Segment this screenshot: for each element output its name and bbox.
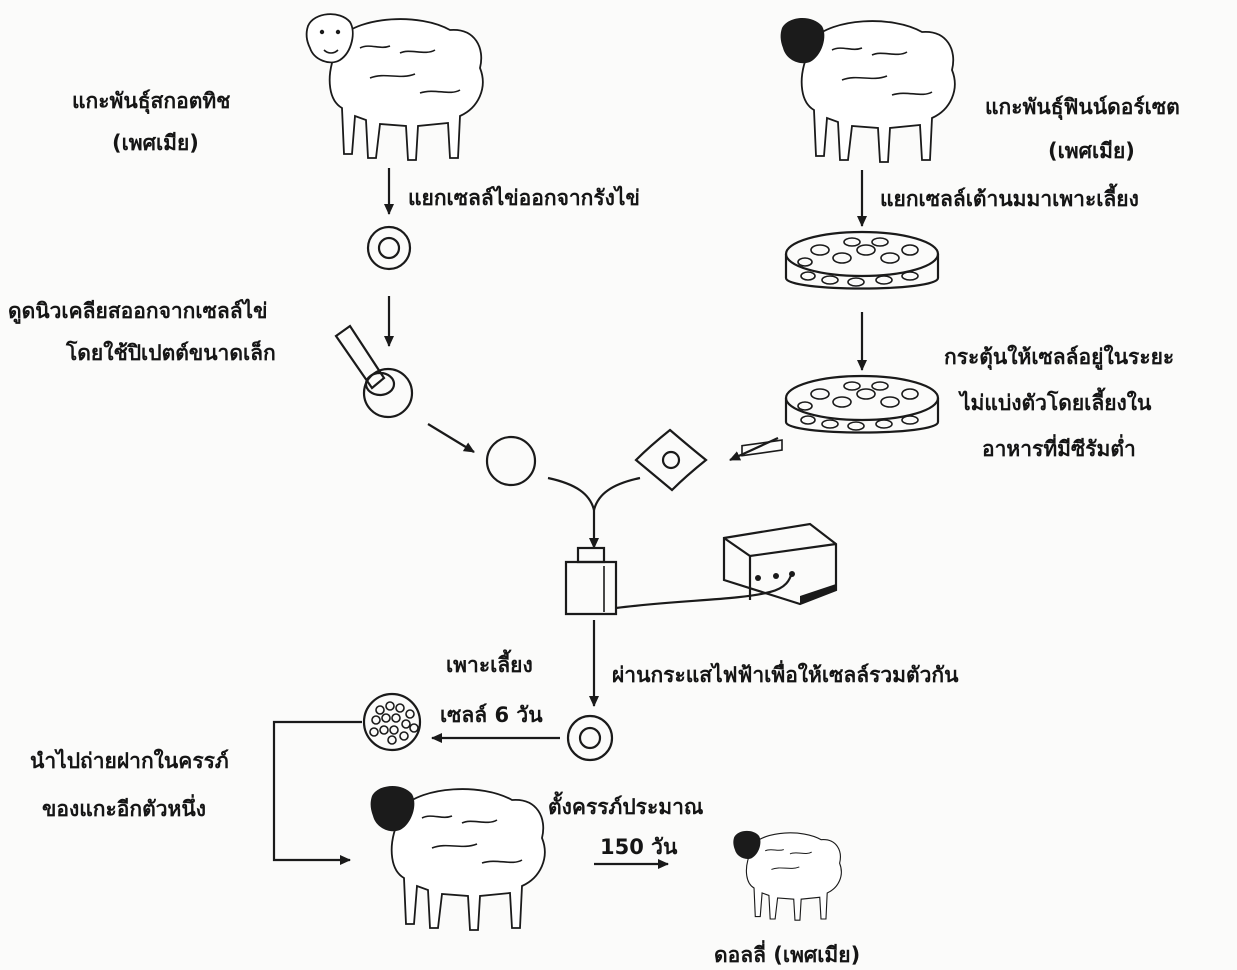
udder-cell-icon	[634, 428, 708, 492]
culture-label-2: เซลล์ 6 วัน	[440, 703, 543, 727]
culture-label-1: เพาะเลี้ยง	[446, 649, 533, 677]
scottish-sheep-label: แกะพันธุ์สกอตทิช	[72, 89, 230, 115]
arrow-to-enucleated-egg	[427, 423, 475, 453]
dolly-sheep-icon	[733, 830, 842, 921]
finn-dorset-sheep-icon	[780, 17, 956, 163]
pipette-icon	[334, 324, 414, 419]
transfer-label-1: นำไปถ่ายฝากในครรภ์	[30, 748, 229, 773]
egg-extract-label: แยกเซลล์ไข่ออกจากรังไข่	[408, 185, 640, 210]
merge-junction	[547, 476, 641, 511]
nucleus-remove-label-2: โดยใช้ปิเปตต์ขนาดเล็ก	[65, 339, 276, 365]
egg-cell-icon	[366, 225, 412, 271]
stimulate-label-3: อาหารที่มีซีรัมต่ำ	[982, 433, 1136, 461]
scottish-sheep-icon	[305, 13, 484, 161]
stimulate-label-1: กระตุ้นให้เซลล์อยู่ในระยะ	[944, 344, 1174, 371]
pregnant-label-1: ตั้งครรภ์ประมาณ	[548, 791, 704, 819]
dolly-label: ดอลลี่ (เพศเมีย)	[714, 939, 860, 967]
nucleus-remove-label-1: ดูดนิวเคลียสออกจากเซลล์ไข่	[8, 298, 267, 325]
finn-sheep-label: แกะพันธุ์ฟินน์ดอร์เซต	[985, 95, 1180, 121]
finn-sheep-sex-label: (เพศเมีย)	[1048, 139, 1135, 163]
enucleated-egg-icon	[485, 435, 537, 487]
udder-extract-label: แยกเซลล์เต้านมมาเพาะเลี้ยง	[880, 183, 1139, 211]
flask-icon	[564, 546, 618, 616]
scottish-sheep-sex-label: (เพศเมีย)	[112, 131, 199, 155]
fused-egg-icon	[566, 714, 614, 762]
pregnant-label-2: 150 วัน	[600, 835, 678, 859]
electric-fuse-label: ผ่านกระแสไฟฟ้าเพื่อให้เซลล์รวมตัวกัน	[612, 659, 959, 687]
electroporator-icon	[722, 439, 838, 606]
petri-dish-icon	[784, 230, 940, 290]
electric-cable	[615, 571, 794, 610]
transfer-label-2: ของแกะอีกตัวหนึ่ง	[42, 793, 206, 821]
stimulate-label-2: ไม่แบ่งตัวโดยเลี้ยงใน	[958, 387, 1152, 415]
petri-dish-icon	[784, 374, 940, 434]
surrogate-sheep-icon	[370, 785, 546, 931]
arrow-transfer-bracket	[272, 720, 362, 865]
embryo-icon	[362, 692, 422, 752]
